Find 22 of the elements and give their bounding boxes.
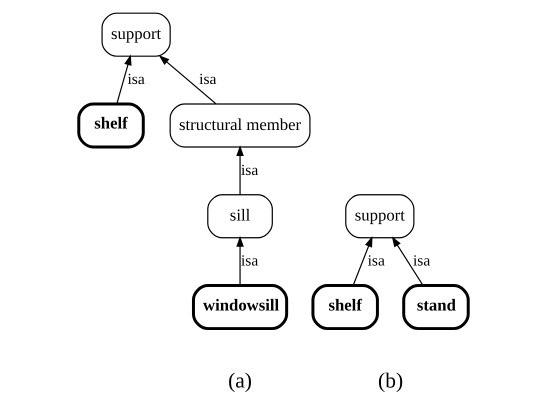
edge-label: isa — [367, 252, 384, 270]
edge-label: isa — [240, 252, 258, 270]
node-box: support — [100, 12, 170, 57]
arrow — [391, 236, 423, 286]
edge-label: isa — [198, 71, 216, 88]
arrow — [352, 236, 372, 286]
node-box: stand — [402, 284, 470, 330]
node-box: sill — [206, 194, 272, 238]
arrow — [236, 145, 244, 195]
node-box: shelf — [76, 102, 144, 148]
node-box: support — [344, 194, 414, 238]
edge-label: isa — [412, 252, 430, 270]
node-box: structural member — [169, 103, 310, 148]
edge-label: isa — [126, 71, 144, 88]
arrow — [158, 55, 216, 104]
node-box: windowsill — [191, 284, 288, 330]
node-box: shelf — [310, 284, 378, 330]
edge-label: isa — [240, 162, 258, 179]
arrow — [116, 54, 132, 104]
label: (a) — [228, 368, 252, 393]
arrow — [236, 236, 244, 286]
label: (b) — [378, 368, 403, 393]
